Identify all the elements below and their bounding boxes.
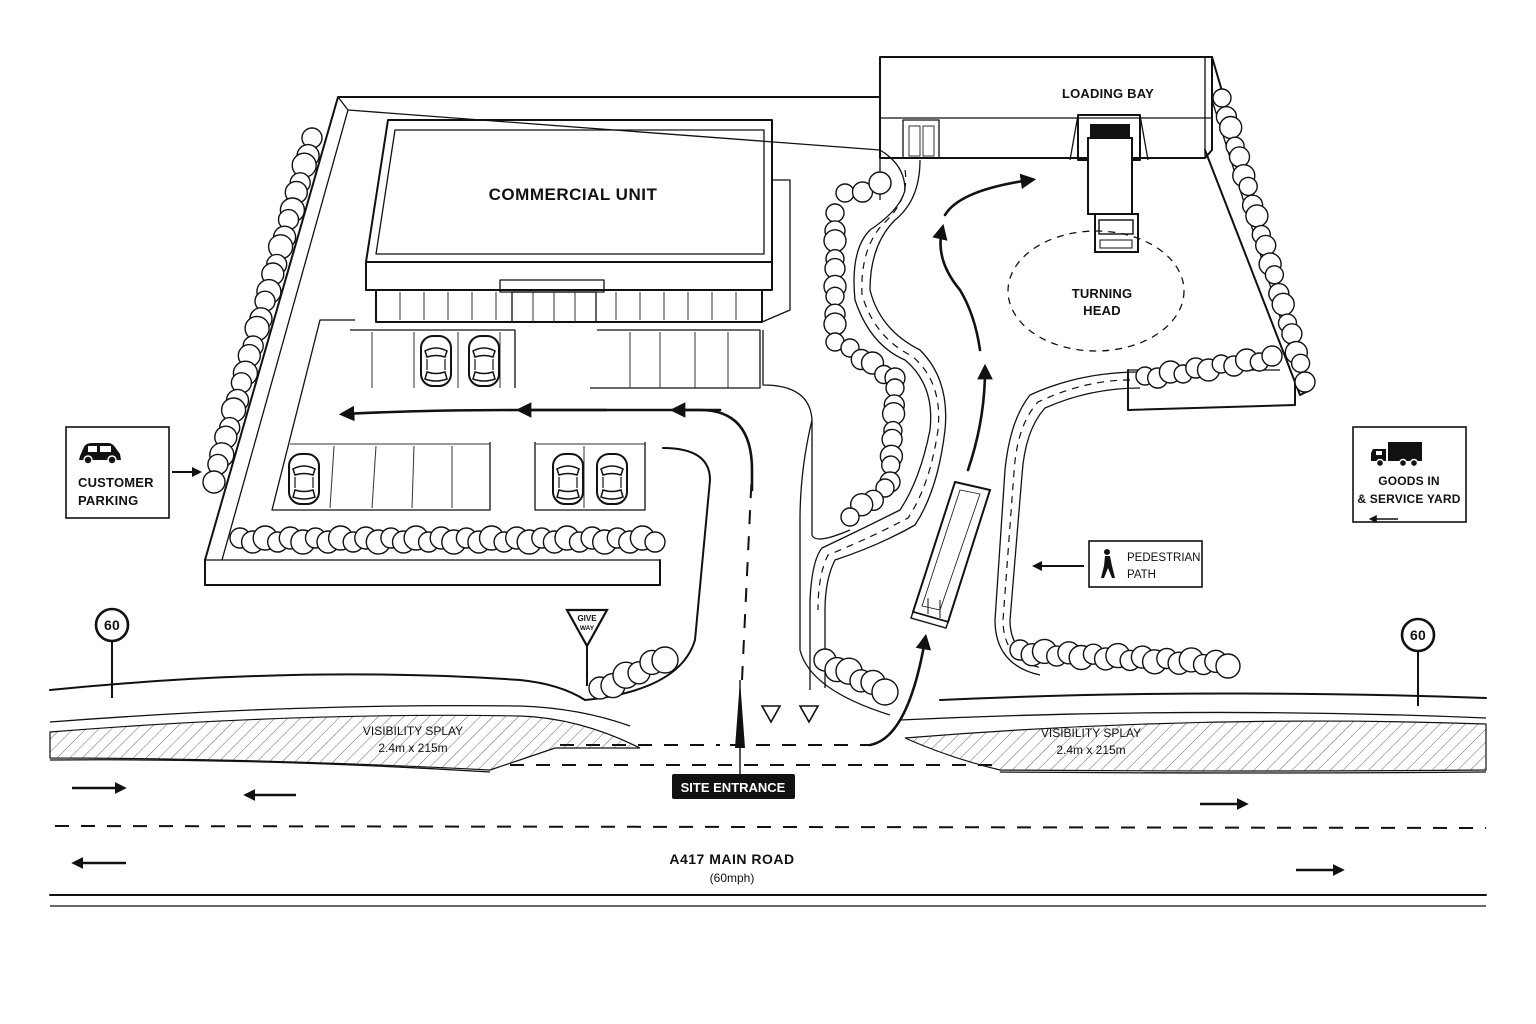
goods-in-sign: GOODS IN & SERVICE YARD [1352, 426, 1467, 523]
hedge-bush [1228, 146, 1251, 168]
parked-car-icon [420, 335, 452, 387]
give-way-sign: GIVE WAY [565, 608, 609, 686]
hedge-bush [1245, 204, 1269, 228]
hedge-bush [1264, 265, 1285, 285]
commercial-unit-label: COMMERCIAL UNIT [489, 185, 658, 204]
articulated-lorry [910, 480, 992, 629]
hedge-bush [868, 171, 892, 195]
hedge-bush [835, 183, 855, 203]
speed-limit-sign-left: 60 [94, 607, 130, 698]
splay-right-title: VISIBILITY SPLAY [1041, 726, 1141, 740]
visibility-splay-right [904, 720, 1487, 772]
pedestrian-label-1: PEDESTRIAN [1127, 552, 1201, 564]
customer-parking-label-1: CUSTOMER [78, 475, 154, 490]
hedge-bush [1290, 353, 1311, 373]
road-speed-label: (60mph) [710, 871, 755, 885]
give-way-label-2: WAY [580, 625, 595, 632]
give-way-icon [565, 608, 609, 649]
hedge-bush [1215, 653, 1241, 679]
hedge-bush [202, 470, 226, 494]
loading-bay-building: LOADING BAY [879, 56, 1213, 200]
parked-car-icon [596, 453, 628, 505]
splay-left-dims: 2.4m x 215m [378, 741, 447, 755]
main-road: A417 MAIN ROAD (60mph) VISIBILITY SPLAY … [49, 673, 1487, 907]
customer-parking-label-2: PARKING [78, 493, 138, 508]
turning-head [1007, 230, 1185, 352]
speed-limit-left-value: 60 [104, 617, 120, 633]
speed-limit-icon [94, 607, 130, 643]
splay-left-title: VISIBILITY SPLAY [363, 724, 463, 738]
hedge-bush [825, 286, 845, 306]
landscaping-hedges [202, 88, 1316, 706]
turning-head-label-2: HEAD [1083, 303, 1121, 318]
speed-limit-sign-right: 60 [1400, 617, 1436, 706]
goods-in-label-1: GOODS IN [1378, 474, 1440, 488]
hedge-bush [1261, 345, 1283, 367]
parked-car-icon [468, 335, 500, 387]
hedge-bush [823, 229, 847, 253]
car-icon [79, 443, 121, 465]
hedge-bush [1271, 292, 1295, 316]
turning-head-label-1: TURNING [1072, 286, 1133, 301]
hedge-bush [825, 203, 845, 223]
car-park [271, 319, 761, 511]
direction-arrow-icon [71, 782, 1345, 876]
vehicle-flow-arrows [338, 173, 1037, 747]
site-entrance-marker: SITE ENTRANCE [672, 680, 795, 799]
hedge-bush [1238, 176, 1258, 197]
customer-parking-sign: CUSTOMER PARKING [65, 426, 202, 519]
site-entrance-label: SITE ENTRANCE [681, 780, 786, 795]
speed-limit-right-value: 60 [1410, 627, 1426, 643]
loading-bay-label: LOADING BAY [1062, 86, 1154, 101]
give-way-road-markings [760, 705, 820, 724]
hedge-bush [823, 312, 847, 336]
give-way-label-1: GIVE [577, 614, 597, 623]
goods-in-label-2: & SERVICE YARD [1357, 492, 1460, 506]
pedestrian-icon [1101, 549, 1115, 578]
lorry-at-loading-bay [1087, 137, 1139, 253]
pedestrian-path-sign: PEDESTRIAN PATH [1032, 540, 1203, 588]
pedestrian-label-2: PATH [1127, 569, 1156, 581]
visibility-splay-left [49, 714, 641, 771]
hedge-bush [1294, 371, 1316, 393]
hedge-bush [1254, 234, 1277, 257]
site-access-road [584, 330, 891, 716]
hedge-bush [1218, 115, 1243, 140]
site-boundary [204, 96, 881, 586]
commercial-unit-building: COMMERCIAL UNIT [365, 119, 791, 323]
hedge-bush [644, 531, 666, 553]
hedge-bush [851, 181, 874, 203]
parked-car-icon [288, 453, 320, 505]
hedge-bush [1281, 323, 1303, 345]
pedestrian-footpath [809, 149, 1141, 690]
speed-limit-icon [1400, 617, 1436, 653]
parked-car-icon [552, 453, 584, 505]
road-name-label: A417 MAIN ROAD [669, 851, 794, 867]
hedge-bush [1212, 88, 1232, 108]
hedge-bush [840, 507, 860, 527]
hedge-bush [871, 678, 899, 706]
hedge-bush [651, 646, 679, 674]
lorry-icon [1371, 442, 1422, 468]
splay-right-dims: 2.4m x 215m [1056, 743, 1125, 757]
